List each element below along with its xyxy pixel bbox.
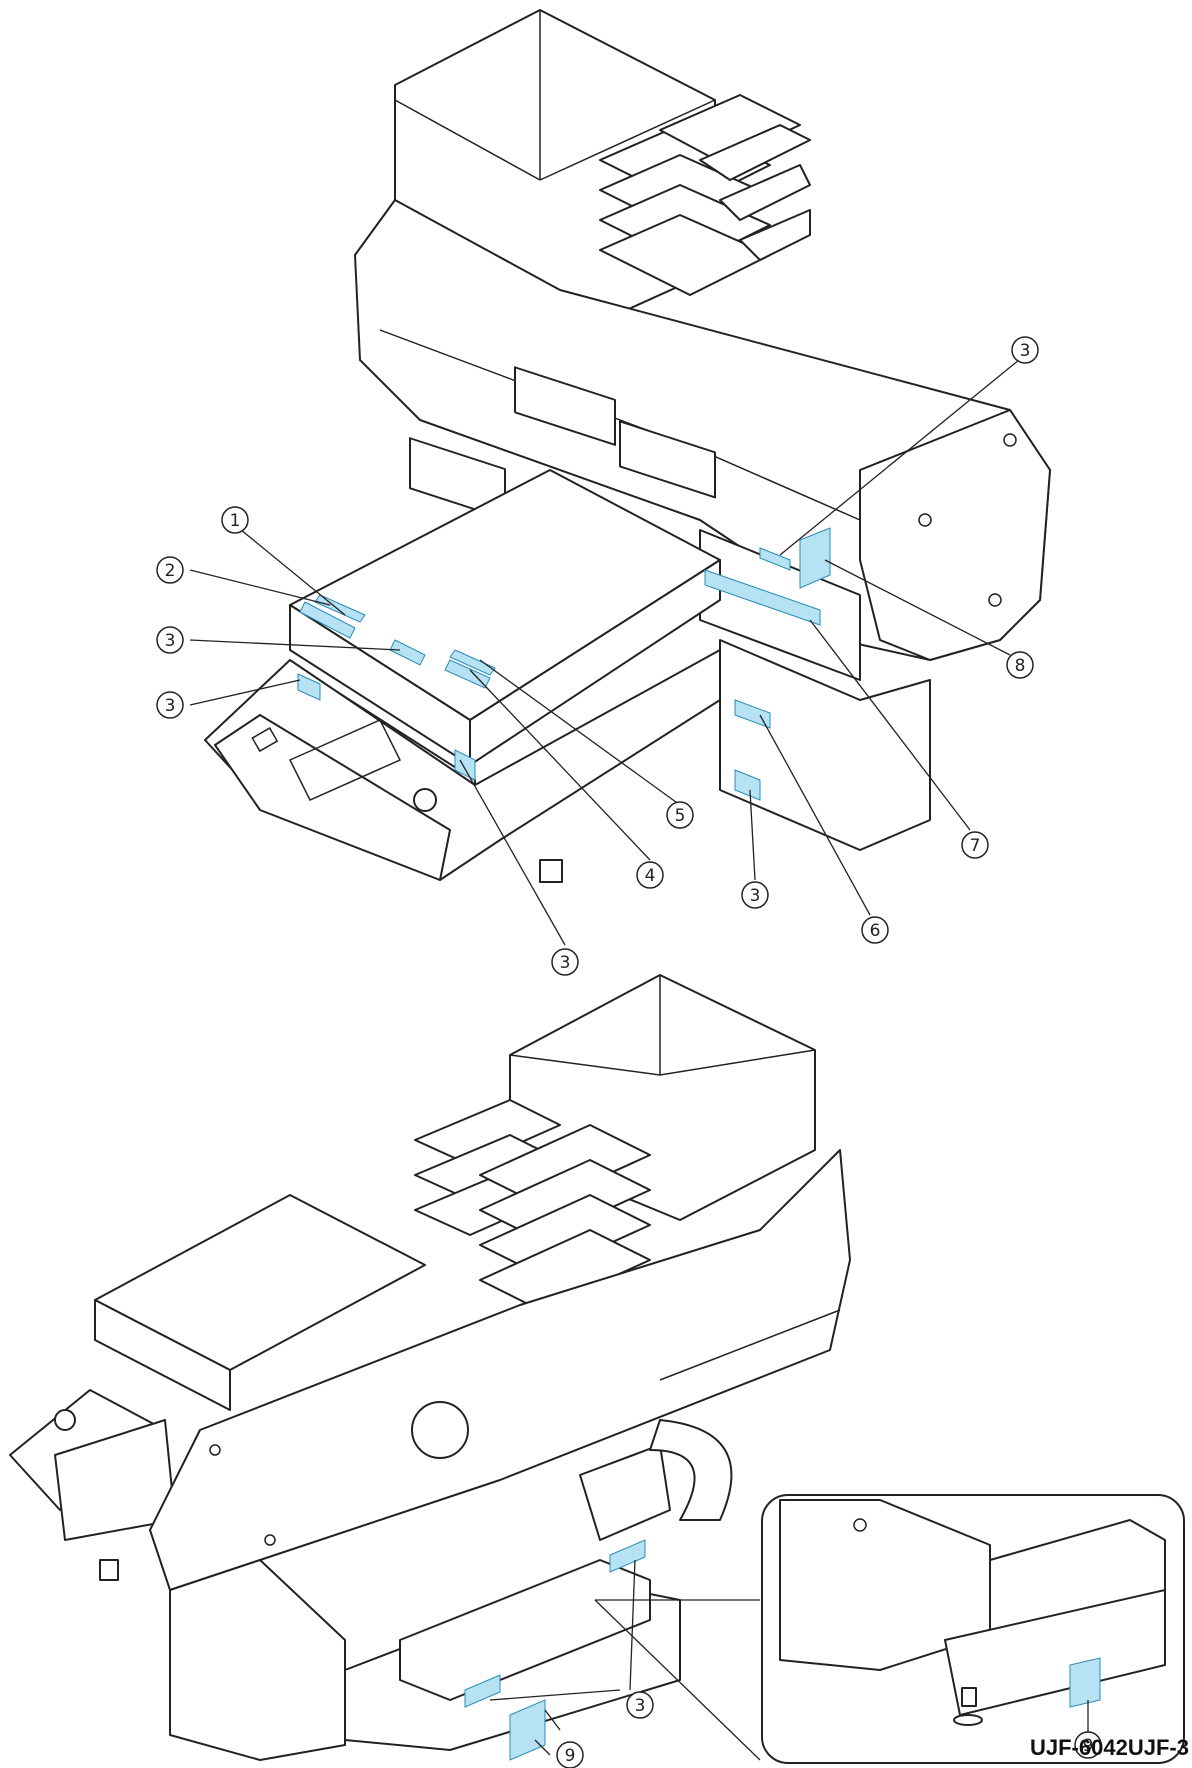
callout-c3e: 3 bbox=[1011, 336, 1039, 364]
callout-c9b: 9 bbox=[1074, 1731, 1102, 1759]
callout-ring bbox=[1011, 336, 1039, 364]
callout-ring bbox=[626, 1691, 654, 1719]
callout-c3c: 3 bbox=[551, 948, 579, 976]
inset-label-9 bbox=[1069, 1657, 1101, 1708]
leaders-top bbox=[189, 354, 1026, 946]
label-4 bbox=[444, 659, 491, 689]
callout-c3b: 3 bbox=[156, 691, 184, 719]
callout-c4: 4 bbox=[636, 861, 664, 889]
callout-ring bbox=[1006, 651, 1034, 679]
callout-ring bbox=[741, 881, 769, 909]
lower-cabinet bbox=[719, 639, 931, 851]
callout-ring bbox=[636, 861, 664, 889]
callout-number: 3 bbox=[165, 696, 176, 716]
callout-number: 8 bbox=[1015, 656, 1026, 676]
cable-chain bbox=[649, 1419, 733, 1521]
callout-number: 9 bbox=[565, 1746, 576, 1766]
callout-number: 6 bbox=[870, 921, 881, 941]
label-1 bbox=[299, 601, 356, 639]
callout-c5: 5 bbox=[666, 801, 694, 829]
callout-number: 3 bbox=[635, 1696, 646, 1716]
callout-c3f: 3 bbox=[626, 1691, 654, 1719]
callout-c1: 1 bbox=[221, 506, 249, 534]
callout-ring bbox=[156, 626, 184, 654]
label-3-front bbox=[454, 749, 476, 781]
callout-ring bbox=[156, 556, 184, 584]
right-end-cap bbox=[859, 409, 1051, 661]
callout-number: 3 bbox=[750, 886, 761, 906]
label-3-left bbox=[297, 673, 321, 701]
callout-c8: 8 bbox=[1006, 651, 1034, 679]
callout-ring bbox=[1074, 1731, 1102, 1759]
callout-number: 4 bbox=[645, 866, 656, 886]
callout-c7: 7 bbox=[961, 831, 989, 859]
rear-left-cabinet bbox=[169, 1559, 346, 1761]
rear-ink-cartridges bbox=[414, 1099, 651, 1311]
callout-number: 3 bbox=[165, 631, 176, 651]
callout-markers: 1 2 3 3 3 3 3 4 5 6 7 8 3 9 9 bbox=[156, 336, 1102, 1768]
label-8 bbox=[799, 527, 831, 589]
callout-ring bbox=[551, 948, 579, 976]
callout-ring bbox=[156, 691, 184, 719]
callout-c6: 6 bbox=[861, 916, 889, 944]
label-3-body bbox=[759, 547, 791, 571]
leaders-rear bbox=[489, 1559, 636, 1756]
callout-c3d: 3 bbox=[741, 881, 769, 909]
callout-c3a: 3 bbox=[156, 626, 184, 654]
rear-label-3a bbox=[464, 1674, 501, 1708]
callout-ring bbox=[861, 916, 889, 944]
detail-inset bbox=[594, 1494, 1185, 1764]
callout-c2: 2 bbox=[156, 556, 184, 584]
label-3-top bbox=[389, 639, 426, 666]
callout-number: 9 bbox=[1083, 1736, 1094, 1756]
label-6 bbox=[734, 699, 771, 729]
callout-ring bbox=[961, 831, 989, 859]
callout-c9a: 9 bbox=[556, 1741, 584, 1768]
callout-number: 1 bbox=[230, 511, 241, 531]
callout-ring bbox=[221, 506, 249, 534]
label-2 bbox=[314, 594, 366, 623]
callout-number: 3 bbox=[1020, 341, 1031, 361]
label-3-cabinet bbox=[734, 769, 761, 801]
callout-number: 5 bbox=[675, 806, 686, 826]
printer-front-view bbox=[204, 9, 1051, 883]
rear-label-3b bbox=[609, 1539, 646, 1573]
ink-cartridges bbox=[599, 94, 811, 296]
callout-number: 2 bbox=[165, 561, 176, 581]
operation-panel bbox=[214, 714, 451, 881]
label-7 bbox=[704, 569, 821, 626]
callout-ring bbox=[556, 1741, 584, 1768]
callout-ring bbox=[666, 801, 694, 829]
callout-number: 3 bbox=[560, 953, 571, 973]
rear-label-9 bbox=[509, 1699, 546, 1761]
model-label: UJF-6042UJF-3 bbox=[1030, 1735, 1189, 1760]
printer-rear-view bbox=[9, 974, 851, 1761]
callout-number: 7 bbox=[970, 836, 981, 856]
